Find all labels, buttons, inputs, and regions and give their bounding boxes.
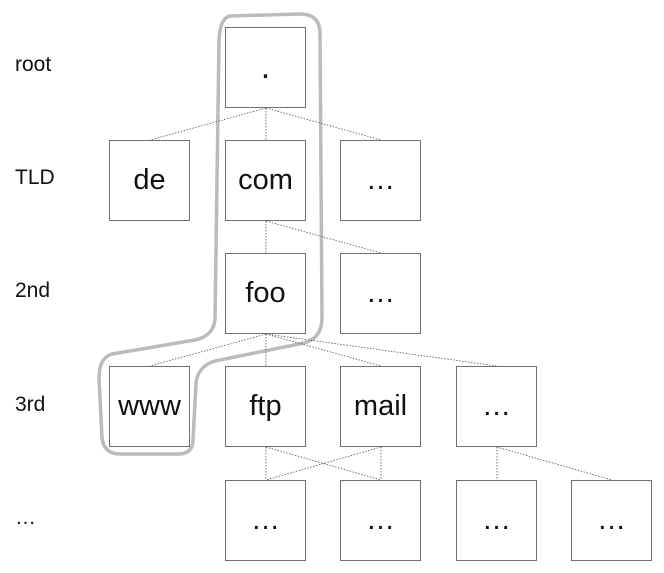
node-third-more: … <box>456 366 537 447</box>
node-fourth-3: … <box>456 480 537 561</box>
edge-mail-fourth-1 <box>265 446 382 481</box>
node-third-www: www <box>109 366 190 447</box>
node-tld-com: com <box>225 140 306 221</box>
level-label-more: … <box>15 506 36 529</box>
edge-ftp-fourth-2 <box>265 446 382 481</box>
level-label-third: 3rd <box>15 393 46 416</box>
level-label-tld: TLD <box>15 166 55 189</box>
edge-root-de <box>149 107 267 141</box>
node-second-foo: foo <box>225 253 306 334</box>
edge-foo-third-more <box>265 333 498 367</box>
level-label-second: 2nd <box>15 279 51 302</box>
node-tld-de: de <box>109 140 190 221</box>
node-tld-more: … <box>340 140 421 221</box>
node-third-mail: mail <box>340 366 421 447</box>
node-fourth-4: … <box>571 480 652 561</box>
level-label-root: root <box>15 53 52 76</box>
edge-foo-www <box>149 333 267 367</box>
node-fourth-2: … <box>340 480 421 561</box>
node-root: . <box>225 27 306 108</box>
node-fourth-1: … <box>225 480 306 561</box>
edge-foo-mail <box>265 333 382 367</box>
edge-root-tld-more <box>265 107 382 141</box>
edge-com-second-more <box>265 220 382 254</box>
edge-more-fourth-4 <box>496 446 613 481</box>
highlight-path-outline <box>97 12 324 456</box>
node-third-ftp: ftp <box>225 366 306 447</box>
node-second-more: … <box>340 253 421 334</box>
